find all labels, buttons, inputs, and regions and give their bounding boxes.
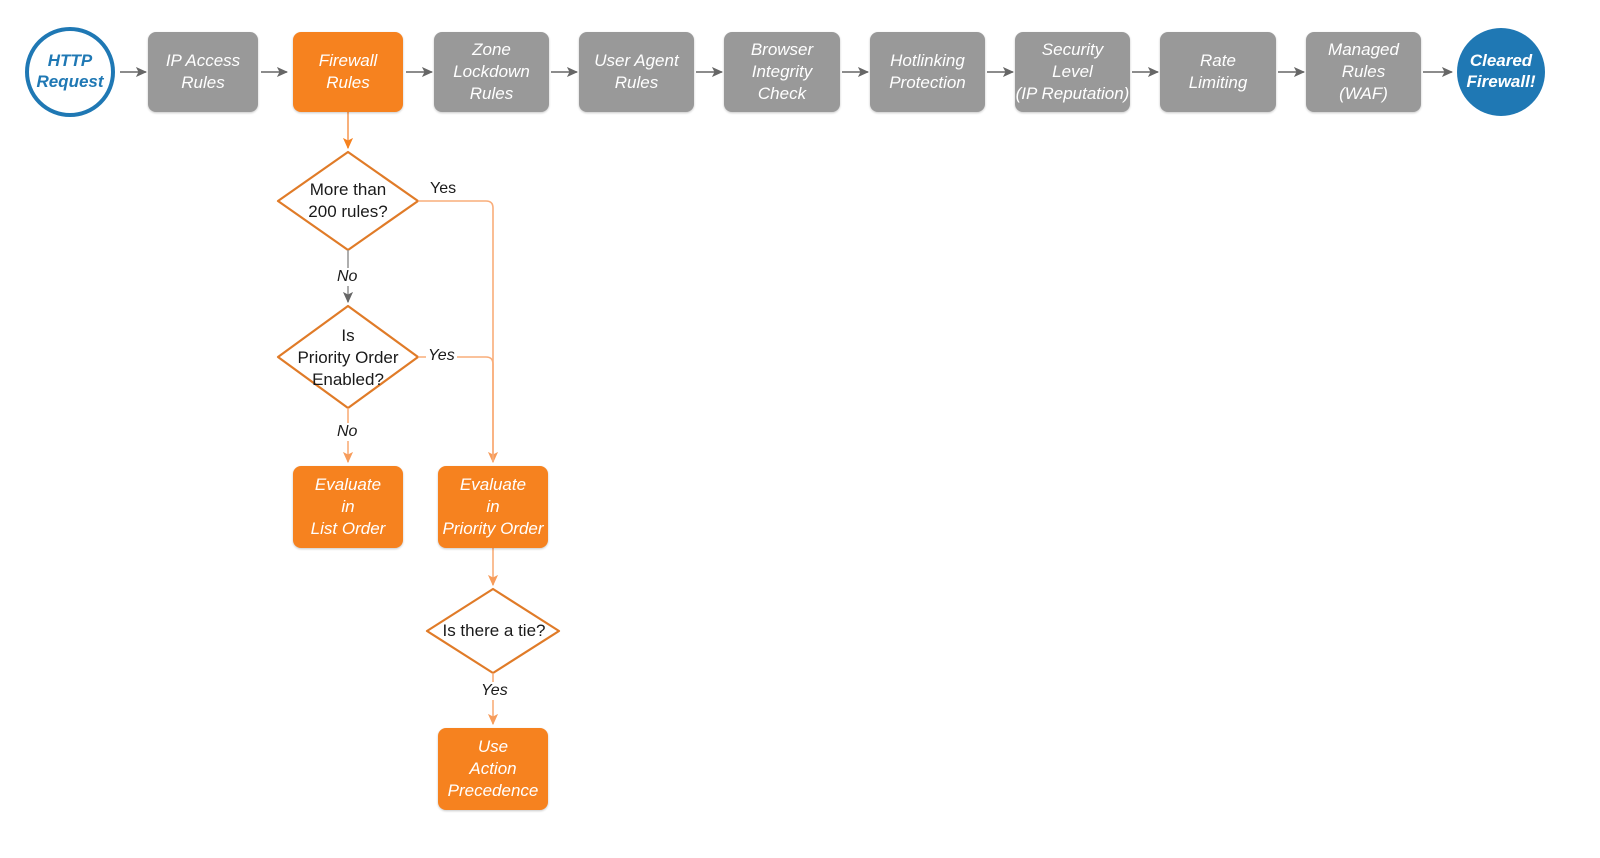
node-ip-access-rules-label: IP Access Rules — [165, 51, 241, 92]
node-security-level-label: Security Level (IP Reputation) — [1015, 40, 1130, 103]
node-firewall-rules-label: Firewall Rules — [318, 51, 378, 92]
node-http-request[interactable]: HTTP Request — [25, 27, 115, 117]
node-use-action-precedence-label: Use Action Precedence — [447, 737, 539, 800]
node-evaluate-in-priority-order[interactable]: Evaluate in Priority Order — [438, 466, 548, 548]
node-rate-limiting-label: Rate Limiting — [1188, 51, 1248, 92]
node-browser-integrity-check-label: Browser Integrity Check — [750, 40, 814, 103]
node-cleared-firewall[interactable]: Cleared Firewall! — [1457, 28, 1545, 116]
edge-label-yes-tie: Yes — [479, 682, 510, 700]
node-hotlinking-protection[interactable]: Hotlinking Protection — [870, 32, 985, 112]
node-hotlinking-protection-label: Hotlinking Protection — [889, 51, 966, 92]
edge-d2-yes — [418, 356, 494, 462]
node-rate-limiting[interactable]: Rate Limiting — [1160, 32, 1276, 112]
node-security-level[interactable]: Security Level (IP Reputation) — [1015, 32, 1130, 112]
node-zone-lockdown-rules-label: Zone Lockdown Rules — [453, 40, 530, 103]
node-is-there-a-tie-label: Is there a tie? — [442, 621, 546, 641]
node-user-agent-rules[interactable]: User Agent Rules — [579, 32, 694, 112]
node-more-than-200-rules-label: More than 200 rules? — [308, 180, 388, 221]
node-evaluate-in-list-order-label: Evaluate in List Order — [310, 475, 386, 538]
node-evaluate-in-list-order[interactable]: Evaluate in List Order — [293, 466, 403, 548]
node-evaluate-in-priority-order-label: Evaluate in Priority Order — [442, 475, 544, 538]
node-ip-access-rules[interactable]: IP Access Rules — [148, 32, 258, 112]
node-firewall-rules[interactable]: Firewall Rules — [293, 32, 403, 112]
edge-label-yes-priority-order: Yes — [426, 347, 457, 365]
edge-d1-yes — [418, 200, 499, 464]
node-is-priority-order-enabled[interactable]: Is Priority Order Enabled? — [275, 323, 421, 393]
node-user-agent-rules-label: User Agent Rules — [594, 51, 679, 92]
node-is-there-a-tie[interactable]: Is there a tie? — [428, 616, 560, 646]
node-more-than-200-rules[interactable]: More than 200 rules? — [283, 171, 413, 231]
node-http-request-label: HTTP Request — [36, 51, 104, 91]
edge-label-no-priority-order: No — [335, 423, 360, 441]
node-managed-rules-waf[interactable]: Managed Rules (WAF) — [1306, 32, 1421, 112]
node-cleared-firewall-label: Cleared Firewall! — [1466, 51, 1536, 91]
node-use-action-precedence[interactable]: Use Action Precedence — [438, 728, 548, 810]
node-zone-lockdown-rules[interactable]: Zone Lockdown Rules — [434, 32, 549, 112]
node-is-priority-order-enabled-label: Is Priority Order Enabled? — [297, 326, 399, 389]
edge-label-no-200-rules: No — [335, 268, 360, 286]
node-managed-rules-waf-label: Managed Rules (WAF) — [1328, 40, 1399, 103]
node-browser-integrity-check[interactable]: Browser Integrity Check — [724, 32, 840, 112]
edge-label-yes-200-rules: Yes — [428, 180, 459, 198]
